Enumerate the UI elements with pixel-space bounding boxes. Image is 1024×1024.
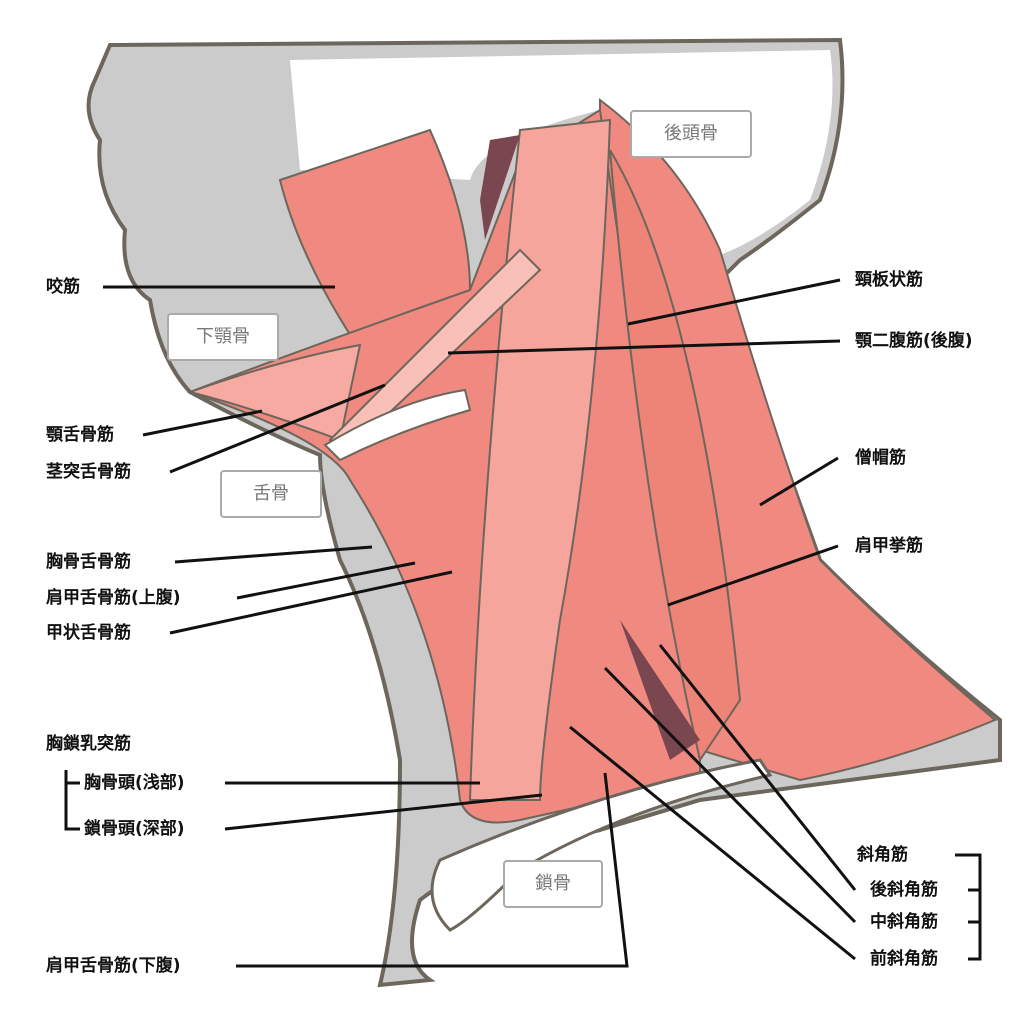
label-omohyoid-inferior: 肩甲舌骨筋(下腹) [46,956,181,976]
label-scm-sternal: 胸骨頭(浅部) [84,773,185,793]
clavicle-bone [430,758,773,932]
label-trapezius: 僧帽筋 [855,448,906,468]
label-scalene-middle: 中斜角筋 [870,912,938,932]
hyoid-label: 舌骨 [220,470,322,518]
label-digastric-posterior: 顎二腹筋(後腹) [855,331,973,351]
label-mylohyoid: 顎舌骨筋 [46,425,114,445]
label-omohyoid-superior: 肩甲舌骨筋(上腹) [46,588,181,608]
label-scm: 胸鎖乳突筋 [46,734,131,754]
hyoid-bone [323,388,472,462]
label-levator-scapulae: 肩甲挙筋 [855,536,923,556]
clavicle-label: 鎖骨 [503,860,603,908]
label-thyrohyoid: 甲状舌骨筋 [46,623,131,643]
face-white-region [290,50,833,255]
splenius-muscle [609,149,742,763]
scalene-dark-gap [620,620,700,760]
label-sternohyoid: 胸骨舌骨筋 [46,552,131,572]
jaw-dark-gap [480,135,520,240]
label-splenius: 頸板状筋 [855,270,923,290]
mandible-label: 下顎骨 [167,313,279,361]
label-stylohyoid: 茎突舌骨筋 [46,462,131,482]
mylohyoid-muscle [186,343,362,442]
label-scalene-posterior: 後斜角筋 [870,880,938,900]
label-scm-clavicular: 鎖骨頭(深部) [84,819,185,839]
leader-lines [64,278,982,968]
muscles [186,97,997,824]
occipital-bone-label: 後頭骨 [630,110,752,158]
label-scalene-anterior: 前斜角筋 [870,949,938,969]
label-scalenes: 斜角筋 [857,845,908,865]
label-masseter: 咬筋 [46,277,80,297]
